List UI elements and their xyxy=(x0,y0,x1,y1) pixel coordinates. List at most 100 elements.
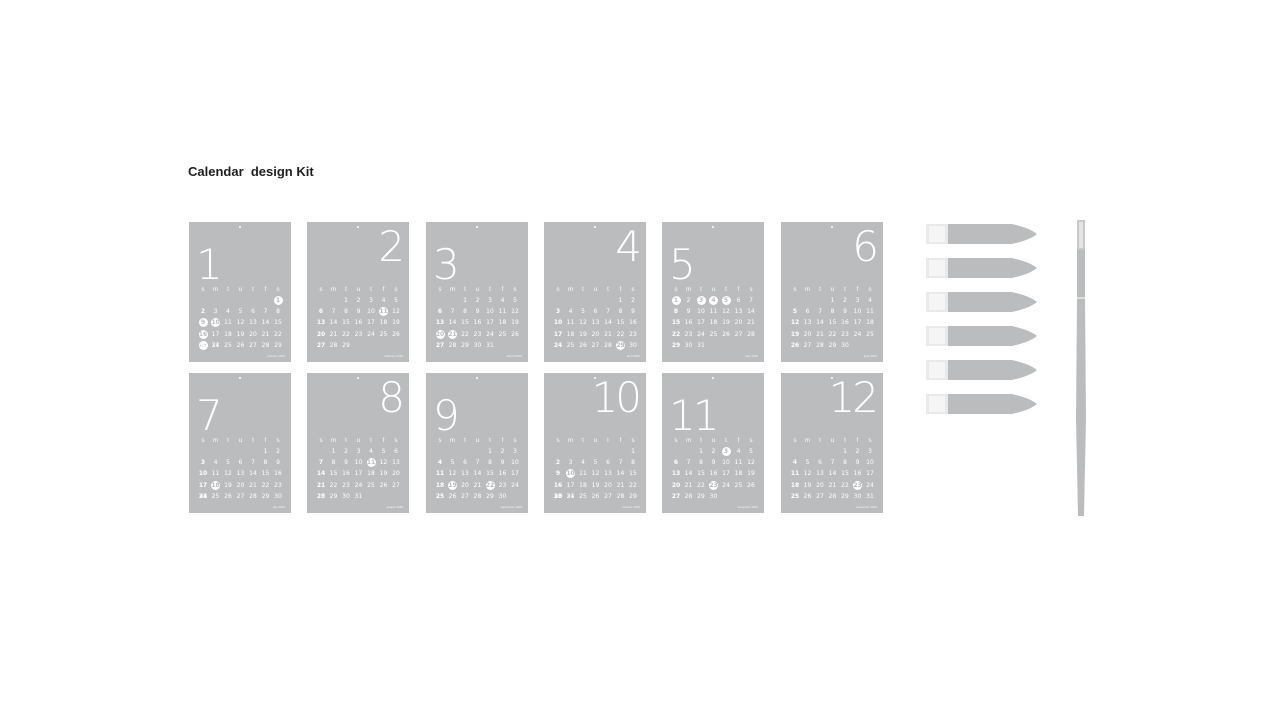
card-caption: november 2016 xyxy=(737,505,758,509)
day-number: 21 xyxy=(448,329,457,339)
day-number: 3 xyxy=(868,448,872,455)
day-number: 14 xyxy=(747,308,755,316)
day-number: 28 xyxy=(448,341,457,349)
weekday-label: s xyxy=(394,438,398,444)
day-number: 30 xyxy=(342,492,350,500)
day-number: 26 xyxy=(747,481,755,489)
day-number: 7 xyxy=(475,459,480,467)
day-number: 15 xyxy=(828,319,837,327)
day-number: 7 xyxy=(818,308,822,316)
day-number: 7 xyxy=(263,308,268,316)
weekday-label: t xyxy=(370,287,372,293)
day-number: 13 xyxy=(591,319,600,327)
day-number: 28 xyxy=(616,492,625,500)
day-number: 20 xyxy=(236,481,245,489)
day-number: 2 xyxy=(631,297,635,304)
day-number: 21 xyxy=(604,330,612,338)
day-number: 16 xyxy=(498,470,507,478)
weekday-label: t xyxy=(844,287,846,293)
day-number: 21 xyxy=(249,481,257,489)
day-number: 14 xyxy=(816,319,824,327)
day-number: 15 xyxy=(329,470,338,478)
day-number: 12 xyxy=(379,459,388,467)
day-number: 7 xyxy=(606,308,610,316)
day-number: 22 xyxy=(629,481,637,489)
day-number: 25 xyxy=(367,481,375,489)
day-number: 4 xyxy=(226,308,230,316)
day-number: 21 xyxy=(616,481,625,489)
day-number: 13 xyxy=(461,470,469,478)
hanging-hole xyxy=(476,377,478,379)
day-number: 14 xyxy=(448,319,457,327)
weekday-label: s xyxy=(631,287,635,293)
weekday-label: t xyxy=(464,438,466,444)
day-number: 23 xyxy=(553,492,563,500)
day-number: 12 xyxy=(236,319,245,327)
day-number: 1 xyxy=(344,297,348,304)
weekday-label: s xyxy=(201,287,205,293)
day-number: 9 xyxy=(855,459,860,467)
hanging-hole xyxy=(357,226,359,228)
month-numeral: 11 xyxy=(669,391,719,440)
day-number: 16 xyxy=(841,319,849,327)
day-number: 9 xyxy=(500,459,505,467)
day-number: 22 xyxy=(841,481,849,489)
weekday-label: t xyxy=(725,438,727,444)
day-number: 20 xyxy=(461,481,469,489)
day-number: 18 xyxy=(709,319,718,327)
day-number: 21 xyxy=(329,330,338,338)
day-number: 28 xyxy=(816,341,824,349)
day-number: 3 xyxy=(721,447,731,456)
day-number: 26 xyxy=(448,492,457,500)
day-number: 22 xyxy=(616,330,625,338)
brush-tip-icon xyxy=(926,358,1038,380)
day-number: 30 xyxy=(198,341,208,349)
day-number: 6 xyxy=(238,459,243,467)
month-numeral: 2 xyxy=(378,222,405,271)
day-number: 20 xyxy=(316,330,326,338)
day-number: 21 xyxy=(316,481,326,489)
day-number: 11 xyxy=(366,458,376,468)
weekday-label: t xyxy=(345,287,347,293)
weekday-label: m xyxy=(686,287,691,293)
day-number: 17 xyxy=(354,470,363,478)
day-number: 18 xyxy=(224,330,232,338)
day-number: 6 xyxy=(818,459,822,467)
day-number: 3 xyxy=(213,308,218,316)
day-number: 20 xyxy=(392,470,400,478)
day-number: 27 xyxy=(591,341,600,349)
weekday-label: u xyxy=(830,287,835,293)
day-number: 23 xyxy=(841,330,849,338)
brush-tip-icon xyxy=(926,392,1038,414)
weekday-label: f xyxy=(619,438,622,444)
weekday-label: f xyxy=(382,438,385,444)
brush-tip-icon xyxy=(926,324,1038,346)
day-number: 25 xyxy=(224,341,232,349)
day-number: 24 xyxy=(486,330,494,338)
weekday-label: t xyxy=(582,438,584,444)
day-number: 19 xyxy=(790,330,800,338)
weekday-label: f xyxy=(501,287,504,293)
day-number: 17 xyxy=(697,319,705,327)
weekday-label: s xyxy=(319,438,323,444)
day-number: 2 xyxy=(686,297,691,304)
day-number: 25 xyxy=(379,330,388,338)
day-number: 11 xyxy=(734,459,743,467)
card-caption: december 2016 xyxy=(856,505,877,509)
day-number: 1 xyxy=(273,296,283,305)
day-number: 29 xyxy=(461,341,469,349)
day-number: 29 xyxy=(261,492,270,500)
weekday-label: t xyxy=(844,438,846,444)
day-number: 16 xyxy=(473,319,482,327)
day-number: 20 xyxy=(435,329,445,339)
day-number: 17 xyxy=(722,470,730,478)
day-number: 26 xyxy=(236,341,245,349)
day-number: 8 xyxy=(830,308,835,316)
day-number: 8 xyxy=(263,459,268,467)
day-number: 5 xyxy=(749,448,753,455)
day-number: 23 xyxy=(473,330,482,338)
month-numeral: 12 xyxy=(828,373,879,422)
day-number: 25 xyxy=(579,492,587,500)
